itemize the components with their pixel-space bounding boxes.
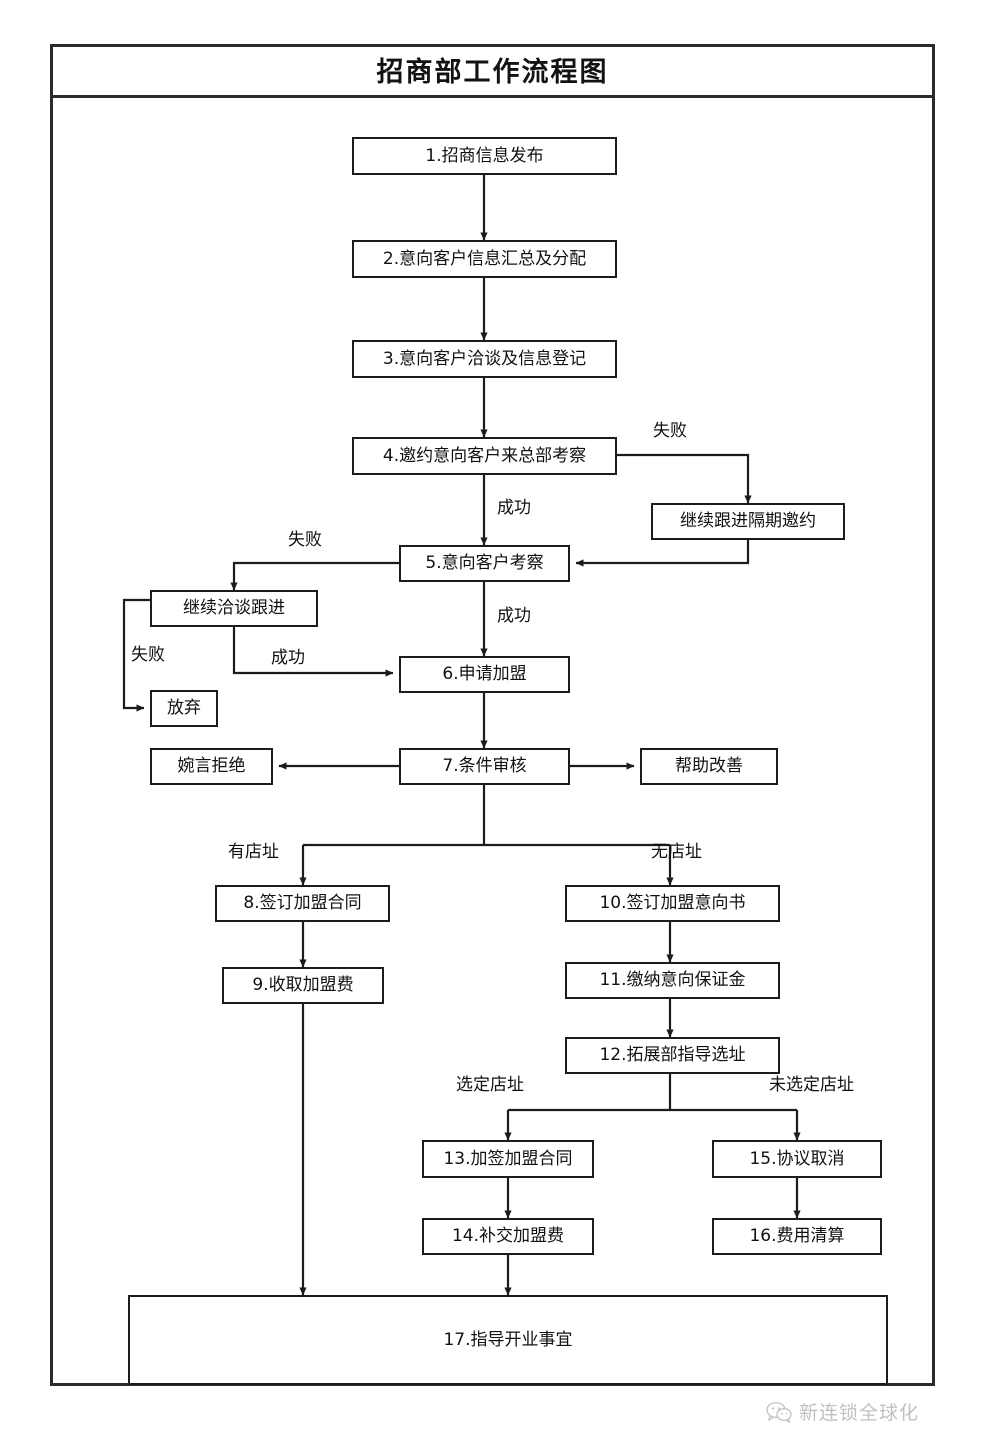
node-5[interactable]: 5.意向客户考察: [399, 545, 570, 582]
edge-label-site-not-selected: 未选定店址: [769, 1075, 854, 1095]
node-4-label: 4.邀约意向客户来总部考察: [382, 445, 587, 466]
node-polite-refusal[interactable]: 婉言拒绝: [150, 748, 273, 785]
node-give-up[interactable]: 放弃: [150, 690, 218, 727]
node-help-improve-label: 帮助改善: [675, 756, 743, 776]
edge-label-negotiate-fail: 失败: [131, 645, 165, 665]
edge-label-4-fail: 失败: [653, 421, 687, 441]
node-4[interactable]: 4.邀约意向客户来总部考察: [352, 437, 617, 475]
node-17-label: 17.指导开业事宜: [443, 1329, 573, 1350]
node-6[interactable]: 6.申请加盟: [399, 656, 570, 693]
node-10-label: 10.签订加盟意向书: [599, 893, 746, 913]
edge-label-site-selected: 选定店址: [456, 1075, 524, 1095]
node-7-label: 7.条件审核: [442, 756, 527, 776]
node-followup-invite[interactable]: 继续跟进隔期邀约: [651, 503, 845, 540]
node-7[interactable]: 7.条件审核: [399, 748, 570, 785]
node-17[interactable]: 17.指导开业事宜: [128, 1295, 888, 1385]
node-1-label: 1.招商信息发布: [425, 145, 544, 166]
node-10[interactable]: 10.签订加盟意向书: [565, 885, 780, 922]
node-followup-invite-label: 继续跟进隔期邀约: [680, 511, 816, 531]
node-16-label: 16.费用清算: [749, 1226, 845, 1246]
page-title: 招商部工作流程图: [376, 57, 609, 88]
node-8[interactable]: 8.签订加盟合同: [215, 885, 390, 922]
node-15[interactable]: 15.协议取消: [712, 1140, 882, 1178]
node-3[interactable]: 3.意向客户洽谈及信息登记: [352, 340, 617, 378]
node-13[interactable]: 13.加签加盟合同: [422, 1140, 594, 1178]
node-11-label: 11.缴纳意向保证金: [599, 970, 746, 990]
node-13-label: 13.加签加盟合同: [443, 1148, 573, 1169]
node-continue-negotiation-label: 继续洽谈跟进: [183, 598, 285, 618]
edge-label-no-location: 无店址: [651, 842, 702, 862]
edge-label-5-fail: 失败: [288, 530, 322, 550]
node-16[interactable]: 16.费用清算: [712, 1218, 882, 1255]
node-1[interactable]: 1.招商信息发布: [352, 137, 617, 175]
node-give-up-label: 放弃: [167, 698, 201, 718]
watermark: 新连锁全球化: [766, 1398, 919, 1425]
node-continue-negotiation[interactable]: 继续洽谈跟进: [150, 590, 318, 627]
node-11[interactable]: 11.缴纳意向保证金: [565, 962, 780, 999]
node-8-label: 8.签订加盟合同: [243, 893, 362, 913]
node-14-label: 14.补交加盟费: [451, 1226, 565, 1246]
node-9-label: 9.收取加盟费: [252, 975, 354, 995]
node-9[interactable]: 9.收取加盟费: [222, 967, 384, 1004]
node-12-label: 12.拓展部指导选址: [599, 1045, 746, 1065]
wechat-logo-icon: [766, 1401, 792, 1423]
watermark-text: 新连锁全球化: [799, 1402, 920, 1424]
edge-label-5-success: 成功: [497, 606, 531, 626]
edge-label-4-success: 成功: [497, 498, 531, 518]
edge-label-has-location: 有店址: [228, 842, 279, 862]
node-3-label: 3.意向客户洽谈及信息登记: [382, 348, 587, 369]
node-15-label: 15.协议取消: [749, 1148, 845, 1169]
edge-label-negotiate-success: 成功: [271, 648, 305, 668]
node-2-label: 2.意向客户信息汇总及分配: [382, 248, 587, 269]
node-6-label: 6.申请加盟: [442, 664, 527, 684]
node-14[interactable]: 14.补交加盟费: [422, 1218, 594, 1255]
node-help-improve[interactable]: 帮助改善: [640, 748, 778, 785]
node-polite-refusal-label: 婉言拒绝: [177, 756, 246, 776]
node-12[interactable]: 12.拓展部指导选址: [565, 1037, 780, 1074]
node-2[interactable]: 2.意向客户信息汇总及分配: [352, 240, 617, 278]
node-5-label: 5.意向客户考察: [425, 553, 544, 573]
diagram-title-band: 招商部工作流程图: [50, 44, 935, 98]
